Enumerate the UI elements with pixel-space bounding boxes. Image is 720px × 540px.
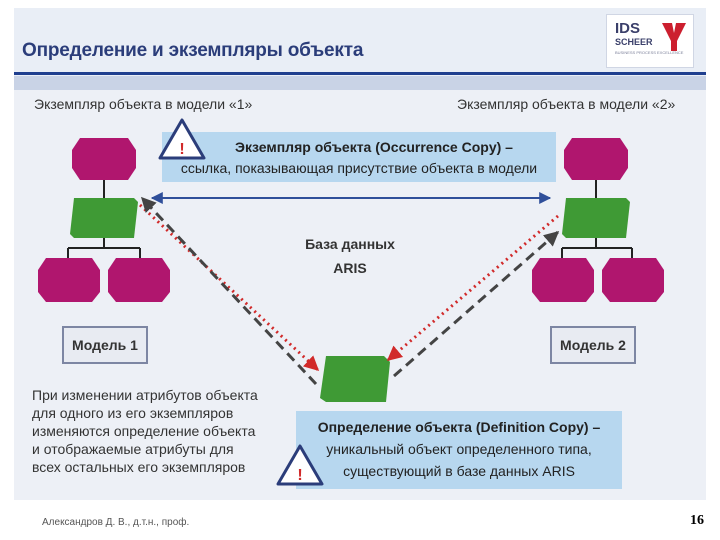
model1-parent-object [72, 138, 136, 180]
note-line: и отображаемые атрибуты для [32, 441, 234, 457]
warning-symbol: ! [297, 467, 302, 484]
warning-symbol: ! [179, 141, 184, 158]
model2-connectors [561, 178, 633, 258]
model1-caption: Экземпляр объекта в модели «1» [34, 96, 253, 112]
header-rule [14, 72, 706, 75]
model1-green-object [70, 198, 138, 238]
note-line: для одного из его экземпляров [32, 405, 234, 421]
model1-child-object-left [38, 258, 100, 302]
definition-copy-box: Определение объекта (Definition Copy) – … [296, 411, 622, 489]
warning-triangle-icon [158, 118, 206, 160]
model2-child-object-right [602, 258, 664, 302]
model1-connectors [67, 178, 141, 258]
logo-text-ids: IDS [615, 20, 641, 37]
note-line: При изменении атрибутов объекта [32, 387, 258, 403]
occurrence-description: ссылка, показывающая присутствие объекта… [180, 160, 538, 176]
note-paragraph: При изменении атрибутов объекта для одно… [32, 386, 258, 476]
page-number: 16 [690, 513, 704, 528]
logo-mark-icon [662, 23, 686, 51]
dashed-arrow-left [140, 196, 318, 386]
model2-caption: Экземпляр объекта в модели «2» [457, 96, 676, 112]
warning-triangle-icon [276, 444, 324, 486]
model2-box: Модель 2 [550, 326, 636, 364]
model2-child-object-left [532, 258, 594, 302]
definition-title: Определение объекта (Definition Copy) – [317, 419, 601, 435]
model2-parent-object [564, 138, 628, 180]
model2-green-object [562, 198, 630, 238]
ids-scheer-logo: IDS SCHEER BUSINESS PROCESS EXCELLENCE [606, 14, 694, 68]
definition-description-2: существующий в базе данных ARIS [343, 463, 575, 479]
occurrence-copy-box: Экземпляр объекта (Occurrence Copy) – сс… [162, 132, 556, 182]
header-subband [14, 76, 706, 90]
slide-title: Определение и экземпляры объекта [22, 40, 364, 61]
note-line: изменяются определение объекта [32, 423, 256, 439]
dashed-arrow-right [393, 230, 560, 378]
model1-child-object-right [108, 258, 170, 302]
definition-object [320, 356, 390, 402]
note-line: всех остальных его экземпляров [32, 459, 246, 475]
red-dotted-arrow-left [138, 203, 320, 372]
definition-description-1: уникальный объект определенного типа, [326, 441, 592, 457]
occurrence-title: Экземпляр объекта (Occurrence Copy) – [235, 139, 513, 155]
database-label: База данных ARIS [280, 232, 420, 280]
database-line1: База данных [305, 236, 395, 252]
logo-text-scheer: SCHEER [615, 37, 653, 47]
database-line2: ARIS [333, 260, 367, 276]
red-dotted-arrow-right [386, 214, 559, 362]
footer-author: Александров Д. В., д.т.н., проф. [42, 517, 190, 528]
model1-box: Модель 1 [62, 326, 148, 364]
logo-tagline: BUSINESS PROCESS EXCELLENCE [615, 50, 684, 55]
